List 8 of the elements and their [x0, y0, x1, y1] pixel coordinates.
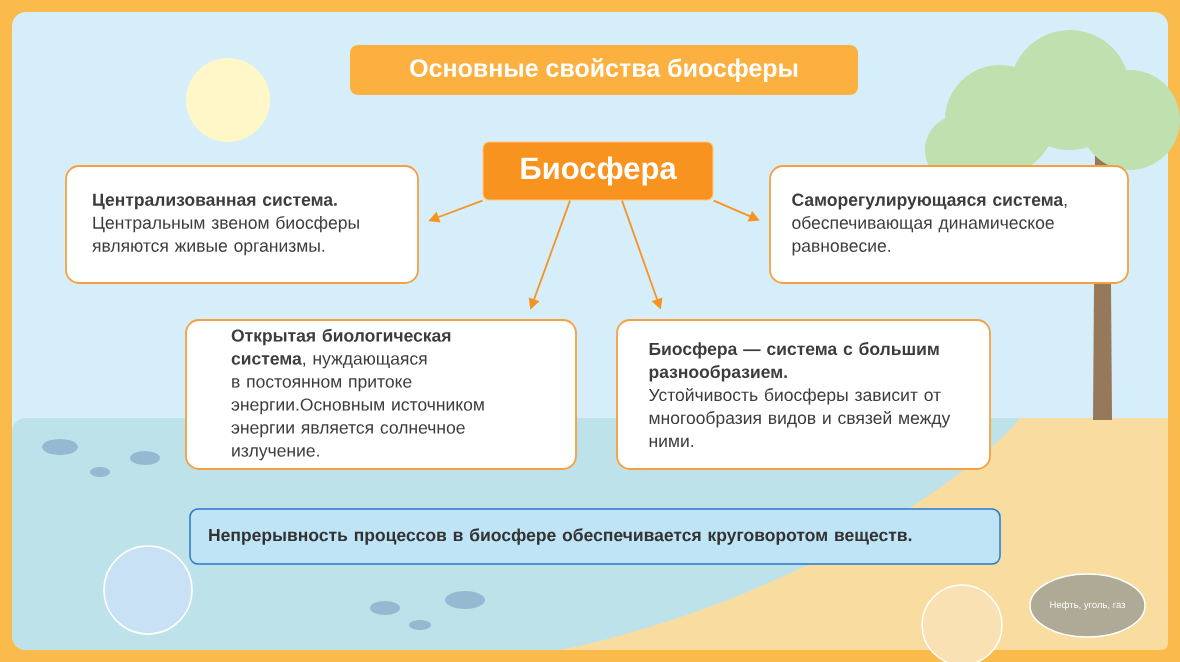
title-banner: Основные свойства биосферы: [350, 45, 858, 95]
heading-box: Биосфера: [482, 141, 714, 201]
property-card: Централизованная система. Центральным звеном биосферы являются живые организмы.: [65, 165, 419, 284]
property-card: Открытая биологическая система, нуждающаяся в постоянном притоке энергии.Основным источником энергии является солнечное излучение.: [185, 319, 577, 470]
property-card: Саморегулирующаяся система, обеспечивающая динамическое равновесие.: [769, 165, 1129, 284]
oval-label: Нефть, уголь, газ: [1029, 573, 1146, 638]
property-card: Биосфера — система с большим разнообразием. Устойчивость биосферы зависит от многообразия видов и связей между ними.: [616, 319, 991, 470]
note-box: Непрерывность процессов в биосфере обеспечивается круговоротом веществ.: [189, 508, 1001, 565]
